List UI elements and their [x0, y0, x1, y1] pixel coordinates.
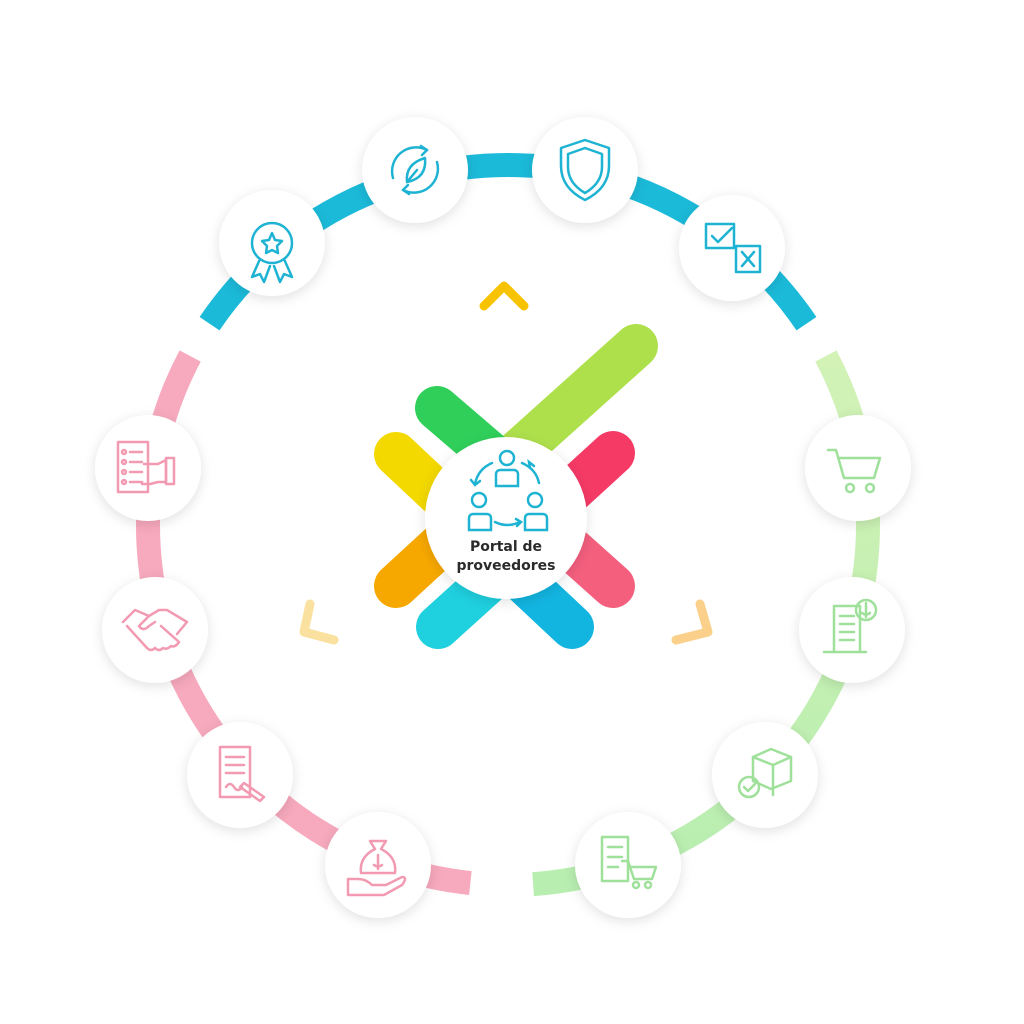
- invoice-dollar-icon: [822, 598, 878, 654]
- node-leaf-recycle[interactable]: [362, 117, 468, 223]
- node-package-check[interactable]: [712, 722, 818, 828]
- node-award-ribbon[interactable]: [219, 190, 325, 296]
- chevron-left-icon: [299, 599, 339, 645]
- center-label-line2: proveedores: [456, 558, 556, 574]
- signed-contract-icon: [218, 745, 266, 803]
- shopping-cart-icon: [826, 448, 882, 494]
- node-circle: [362, 117, 468, 223]
- node-checklist-pointer[interactable]: [95, 415, 201, 521]
- node-order-list-cart[interactable]: [575, 812, 681, 918]
- leaf-recycle-icon: [390, 144, 440, 196]
- node-shield[interactable]: [532, 117, 638, 223]
- node-circle: [532, 117, 638, 223]
- chevron-right-icon: [671, 599, 713, 645]
- chevron-up-icon: [479, 281, 529, 311]
- node-circle: [102, 577, 208, 683]
- center-label: Portal de proveedores: [426, 538, 586, 576]
- order-list-cart-icon: [600, 835, 658, 890]
- checkbox-approve-reject-icon: [704, 222, 762, 274]
- node-circle: [219, 190, 325, 296]
- center-label-line1: Portal de: [469, 539, 543, 555]
- node-checkbox-approve-reject[interactable]: [679, 195, 785, 301]
- center-node[interactable]: [425, 437, 587, 599]
- node-circle: [805, 415, 911, 521]
- handshake-icon: [121, 608, 189, 652]
- node-signed-contract[interactable]: [187, 722, 293, 828]
- node-circle: [712, 722, 818, 828]
- node-circle: [187, 722, 293, 828]
- money-bag-hand-icon: [346, 839, 407, 897]
- node-shopping-cart[interactable]: [805, 415, 911, 521]
- people-cycle-icon: [467, 449, 549, 532]
- checklist-pointer-icon: [116, 440, 176, 494]
- shield-icon: [559, 138, 611, 202]
- node-invoice-dollar[interactable]: [799, 577, 905, 683]
- node-handshake[interactable]: [102, 577, 208, 683]
- node-circle: [799, 577, 905, 683]
- node-money-bag-hand[interactable]: [325, 812, 431, 918]
- award-ribbon-icon: [250, 221, 294, 284]
- package-check-icon: [737, 747, 793, 799]
